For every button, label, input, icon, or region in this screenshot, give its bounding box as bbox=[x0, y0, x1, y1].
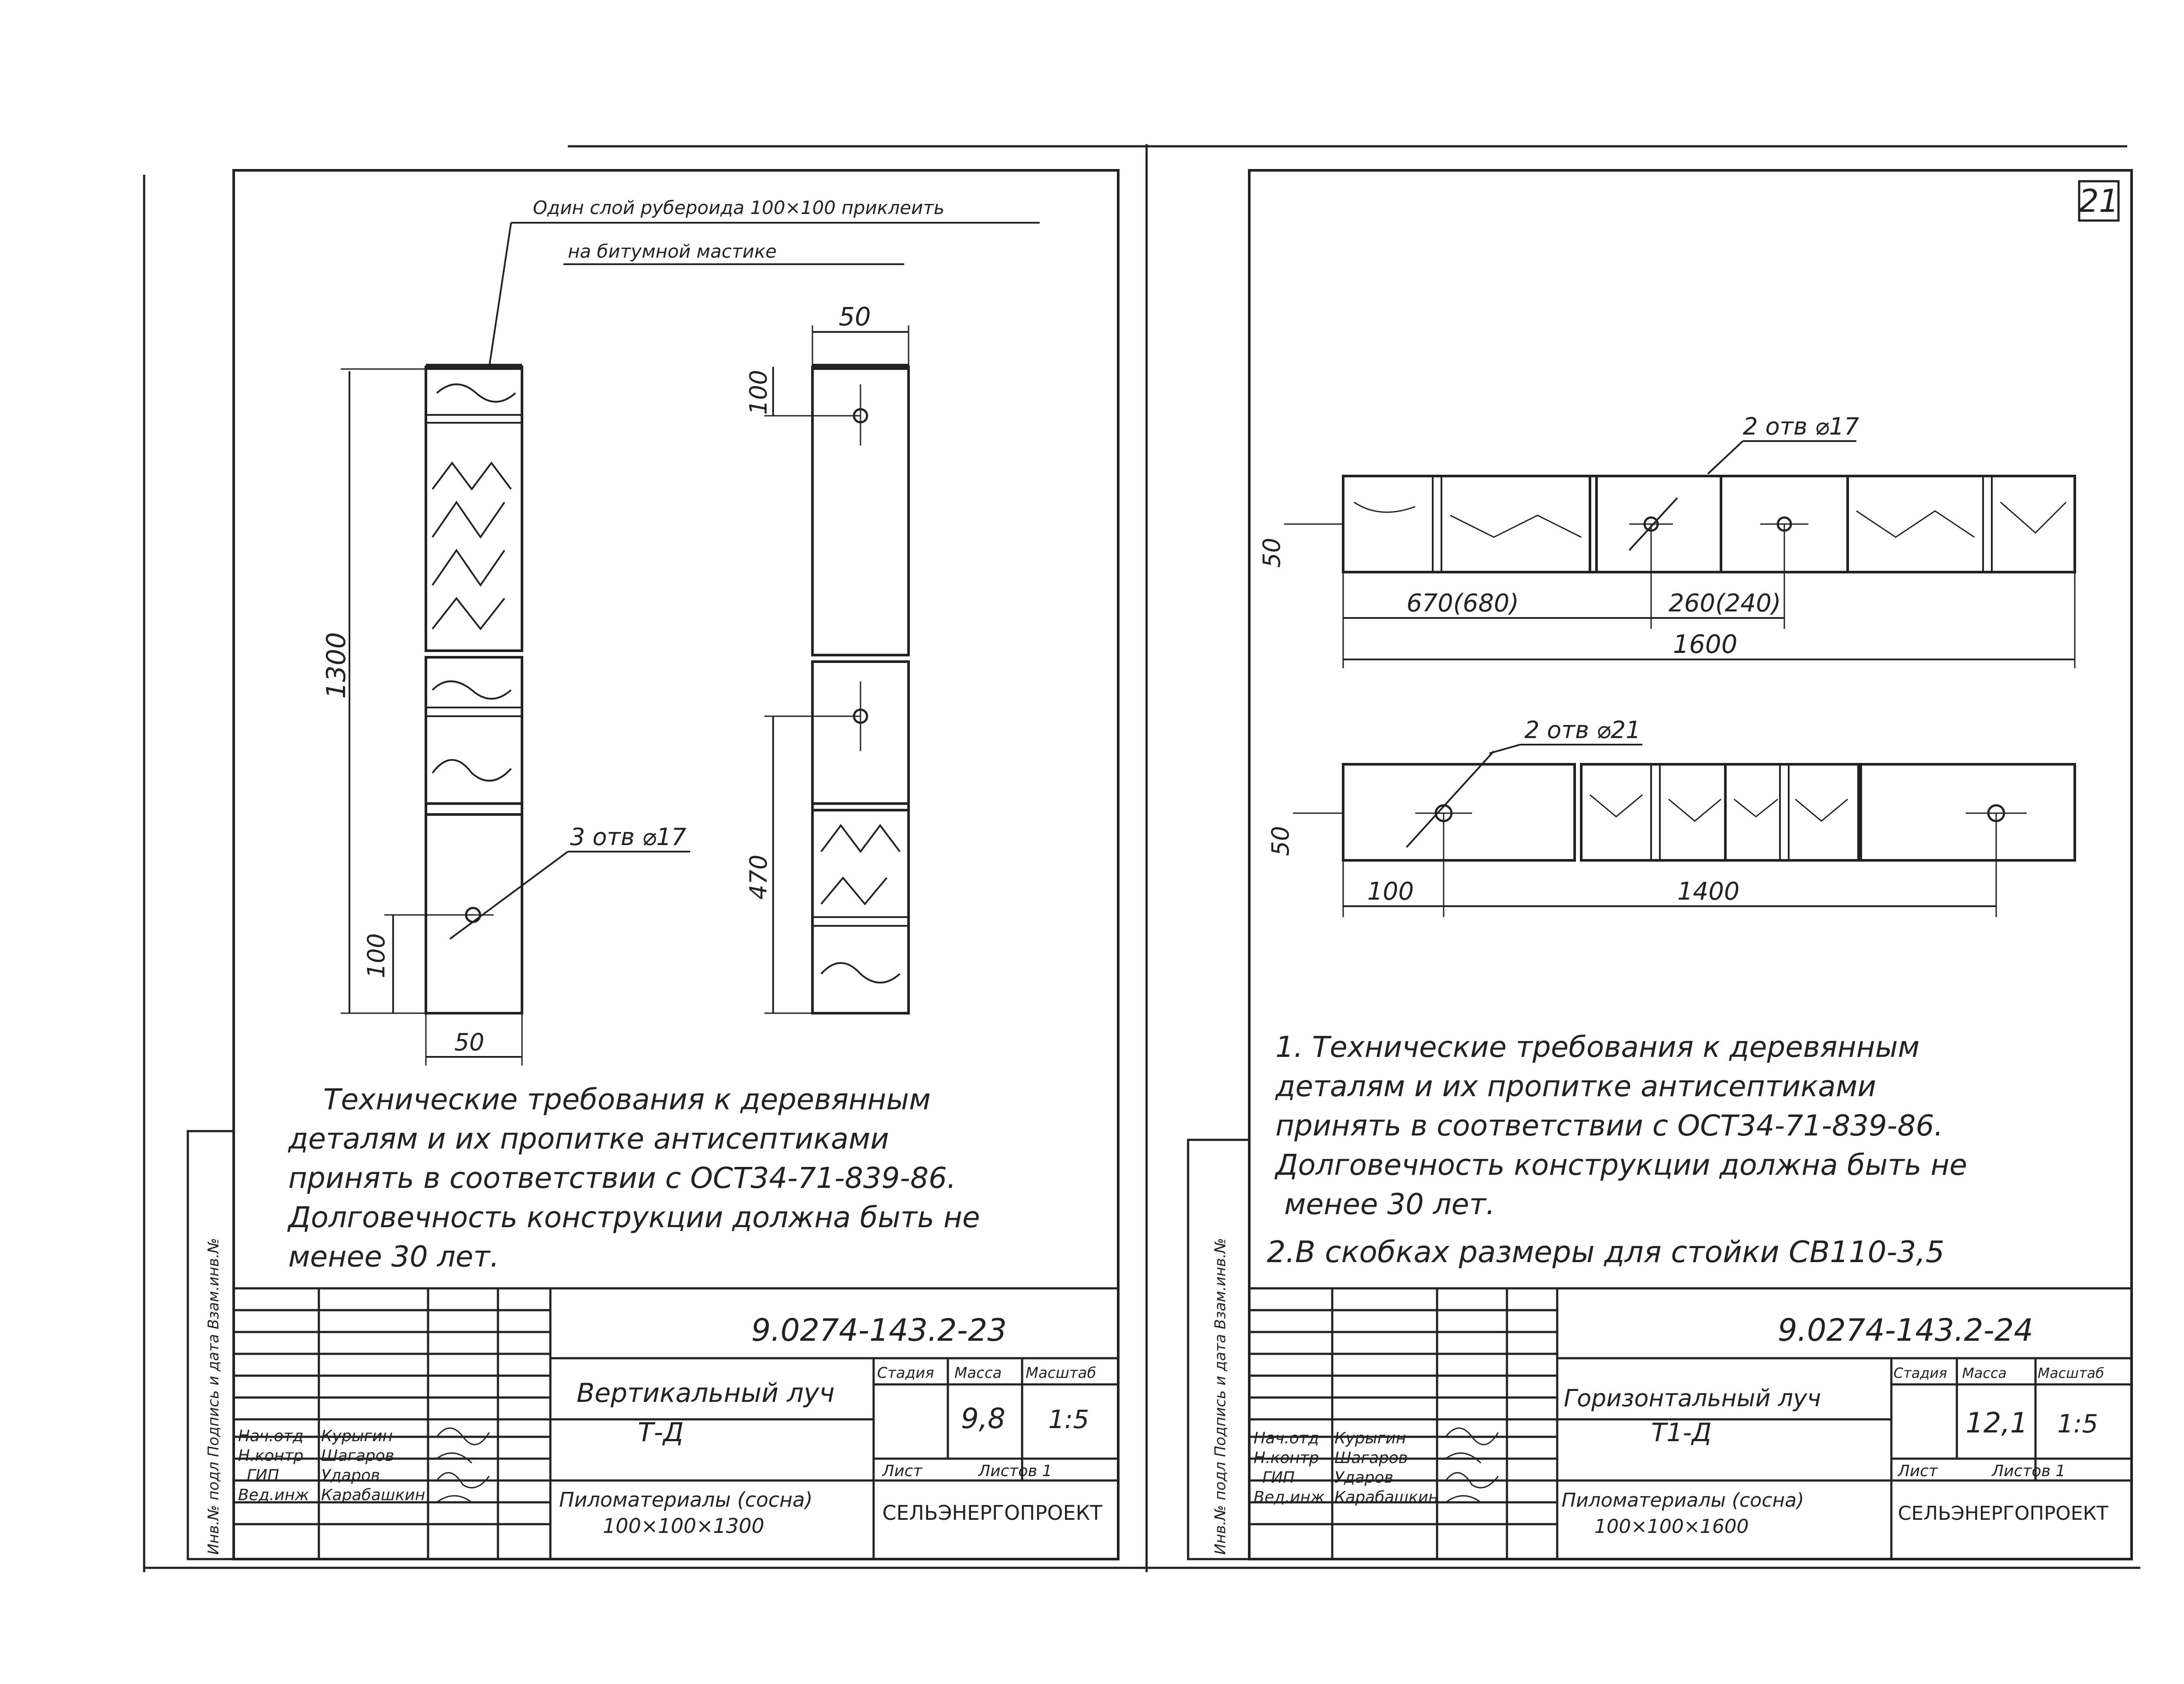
dim-670: 670(680) bbox=[1406, 589, 1519, 618]
callout-leader bbox=[488, 222, 512, 367]
title-block bbox=[232, 1287, 1120, 1560]
col-stage: Стадия bbox=[877, 1364, 934, 1382]
note-line-5: менее 30 лет. bbox=[288, 1240, 499, 1273]
beam-horizontal-top bbox=[1342, 475, 2076, 573]
material-line-2: 100×100×1600 bbox=[1594, 1515, 1749, 1538]
holes-top-label: 2 отв ⌀17 bbox=[1743, 413, 1859, 440]
signer-role: Н.контр bbox=[1254, 1449, 1319, 1467]
signer-name: Карабашкин bbox=[321, 1486, 425, 1504]
right-note-line-4: Долговечность конструкции должна быть не bbox=[1274, 1148, 1967, 1182]
page-number: 21 bbox=[2079, 183, 2119, 219]
title-line-1: Вертикальный луч bbox=[577, 1378, 835, 1408]
signer-name: Шагаров bbox=[1334, 1449, 1408, 1467]
note-line-2: деталям и их пропитке антисептиками bbox=[288, 1122, 889, 1156]
dim-100-top: 100 bbox=[745, 370, 772, 415]
right-note-line-1: 1. Технические требования к деревянным bbox=[1275, 1030, 1920, 1064]
signer-role: ГИП bbox=[247, 1467, 279, 1484]
col-mass: Масса bbox=[954, 1364, 1002, 1382]
sheets-label: Листов 1 bbox=[1991, 1462, 2066, 1480]
mass-value: 12,1 bbox=[1966, 1407, 2028, 1439]
left-sheet: Один слой рубероида 100×100 приклеить на… bbox=[187, 169, 1120, 1560]
side-stamp: Инв.№ подл Подпись и дата Взам.инв.№ bbox=[1212, 1238, 1229, 1555]
col-scale: Масштаб bbox=[1026, 1364, 1096, 1382]
dim-470: 470 bbox=[745, 855, 772, 900]
sheet-label: Лист bbox=[881, 1462, 923, 1480]
dim-1300: 1300 bbox=[321, 632, 352, 699]
dim-1600: 1600 bbox=[1673, 629, 1738, 659]
dim-100-right: 100 bbox=[1367, 877, 1414, 906]
dim-1400: 1400 bbox=[1677, 877, 1740, 906]
doc-code: 9.0274-143.2-23 bbox=[751, 1312, 1007, 1348]
holes-label: 3 отв ⌀17 bbox=[570, 823, 686, 851]
beam-side-view bbox=[811, 364, 910, 1015]
signatures bbox=[436, 1427, 490, 1503]
signer-name: Курыгин bbox=[1334, 1429, 1406, 1447]
mass-value: 9,8 bbox=[961, 1403, 1006, 1435]
holes-leader bbox=[449, 851, 569, 940]
signer-role: Нач.отд bbox=[238, 1427, 304, 1445]
holes-bottom-label: 2 отв ⌀21 bbox=[1524, 716, 1641, 744]
dim-100-bottom: 100 bbox=[363, 933, 390, 978]
material-line-1: Пиломатериалы (сосна) bbox=[559, 1488, 813, 1511]
signer-role: Нач.отд bbox=[1254, 1429, 1319, 1447]
callout-line-2: на битумной мастике bbox=[568, 241, 777, 262]
right-sheet-border bbox=[1248, 169, 2133, 1560]
dim-50-bottom: 50 bbox=[454, 1028, 484, 1056]
page-number-box bbox=[2078, 180, 2120, 222]
side-stamp: Инв.№ подл Подпись и дата Взам.инв.№ bbox=[205, 1238, 222, 1555]
right-note-line-2: деталям и их пропитке антисептиками bbox=[1275, 1070, 1876, 1103]
signer-name: Ударов bbox=[1334, 1469, 1393, 1487]
org-name: СЕЛЬЭНЕРГОПРОЕКТ bbox=[1898, 1502, 2108, 1525]
note-line-1: Технические требования к деревянным bbox=[323, 1083, 931, 1116]
page-frame bbox=[143, 144, 2140, 1572]
signer-role: Н.контр bbox=[238, 1447, 304, 1465]
dim-50-top: 50 bbox=[839, 302, 871, 331]
signer-role: Вед.инж bbox=[1254, 1488, 1325, 1506]
title-line-2: Т-Д bbox=[638, 1417, 684, 1448]
dim-260: 260(240) bbox=[1669, 589, 1781, 618]
scale-value: 1:5 bbox=[2057, 1409, 2098, 1439]
col-stage: Стадия bbox=[1894, 1365, 1947, 1381]
signer-name: Карабашкин bbox=[1334, 1488, 1438, 1506]
title-line-2: Т1-Д bbox=[1651, 1418, 1712, 1447]
signer-role: ГИП bbox=[1262, 1469, 1295, 1487]
right-sheet: 2 отв ⌀17 50 670(680) 260(240) 1600 bbox=[1187, 169, 2133, 1560]
doc-code: 9.0274-143.2-24 bbox=[1778, 1312, 2033, 1348]
col-mass: Масса bbox=[1962, 1365, 2007, 1381]
material-line-2: 100×100×1300 bbox=[603, 1514, 764, 1538]
signer-name: Ударов bbox=[321, 1467, 380, 1484]
note-line-4: Долговечность конструкции должна быть не bbox=[287, 1201, 980, 1234]
dim-50-top-right: 50 bbox=[1258, 538, 1286, 568]
scale-value: 1:5 bbox=[1048, 1404, 1089, 1434]
title-block bbox=[1248, 1287, 2133, 1560]
signer-name: Курыгин bbox=[321, 1427, 393, 1445]
left-sheet-border bbox=[232, 169, 1120, 1560]
sheets-label: Листов 1 bbox=[978, 1462, 1052, 1480]
right-note-line-3: принять в соответствии с ОСТ34-71-839-86… bbox=[1275, 1109, 1943, 1142]
signer-role: Вед.инж bbox=[238, 1486, 309, 1504]
right-note-line-5: менее 30 лет. bbox=[1284, 1187, 1495, 1221]
beam-front-view bbox=[425, 364, 523, 1015]
title-line-1: Горизонтальный луч bbox=[1564, 1384, 1821, 1412]
callout-line-1: Один слой рубероида 100×100 приклеить bbox=[533, 197, 944, 218]
right-note-line-6: 2.В скобках размеры для стойки СВ110-3,5 bbox=[1267, 1235, 1945, 1270]
note-line-3: принять в соответствии с ОСТ34-71-839-86… bbox=[288, 1161, 956, 1195]
material-line-1: Пиломатериалы (сосна) bbox=[1562, 1489, 1804, 1511]
beam-horizontal-bottom bbox=[1342, 763, 2076, 862]
dim-50-bottom-right: 50 bbox=[1267, 826, 1294, 856]
col-scale: Масштаб bbox=[2038, 1365, 2104, 1381]
signatures bbox=[1445, 1427, 1499, 1503]
org-name: СЕЛЬЭНЕРГОПРОЕКТ bbox=[882, 1501, 1102, 1525]
signer-name: Шагаров bbox=[321, 1447, 394, 1465]
sheet-label: Лист bbox=[1897, 1462, 1938, 1480]
